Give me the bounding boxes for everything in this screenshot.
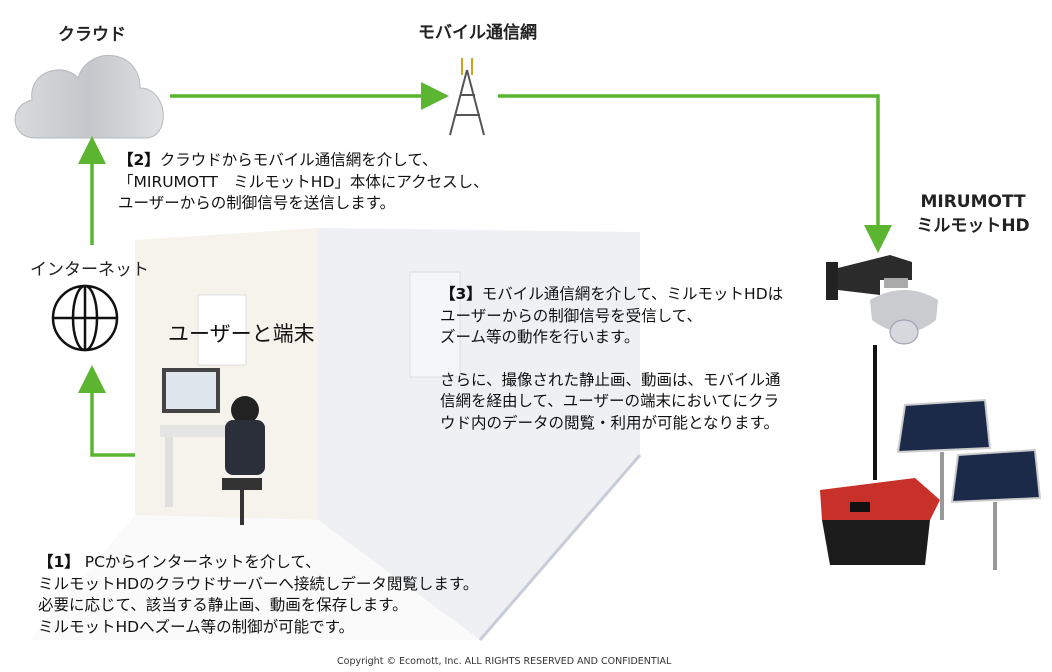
window-left [197, 294, 247, 366]
device-label: MIRUMOTT ミルモットHD [908, 190, 1038, 238]
step3-line: ズーム等の動作を行います。 [440, 328, 640, 346]
flow-arrows [78, 82, 892, 457]
device-label-line2: ミルモットHD [916, 216, 1030, 236]
internet-label: インターネット [30, 260, 149, 280]
mobile-network-label: モバイル通信網 [418, 23, 537, 43]
step1-line: ミルモットHDのクラウドサーバーへ接続しデータ閲覧します。 [38, 574, 479, 593]
step1-line: ミルモットHDへズーム等の制御が可能です。 [38, 617, 355, 636]
room-illustration [30, 228, 642, 641]
step3-line: モバイル通信網を介して、ミルモットHDは [481, 285, 784, 303]
solar-panel-icon [896, 398, 1042, 570]
step2-line: 「MIRUMOTT ミルモットHD」本体にアクセスし、 [118, 172, 489, 191]
step2-line: クラウドからモバイル通信網を介して、 [159, 151, 438, 169]
cloud-icon [14, 55, 164, 139]
step2-number: 【2】 [118, 151, 160, 169]
step1-line: PCからインターネットを介して、 [79, 553, 321, 571]
step3-text: 【3】モバイル通信網を介して、ミルモットHDは ユーザーからの制御信号を受信して… [440, 284, 783, 434]
step1-text: 【1】 PCからインターネットを介して、 ミルモットHDのクラウドサーバーへ接続… [38, 552, 478, 638]
cloud-label: クラウド [58, 25, 126, 45]
window-right [409, 271, 461, 378]
step3-line: 信網を経由して、ユーザーの端末においてにクラ [440, 392, 779, 410]
copyright: Copyright © Ecomott, Inc. ALL RIGHTS RES… [337, 656, 672, 667]
battery-box-icon [820, 478, 940, 565]
user-terminal-label: ユーザーと端末 [168, 322, 315, 346]
step3-number: 【3】 [440, 285, 482, 303]
device-label-line1: MIRUMOTT [920, 192, 1026, 212]
step3-line: さらに、撮像された静止画、動画は、モバイル通 [440, 370, 781, 389]
step1-number: 【1】 [38, 553, 80, 571]
step3-line: ウド内のデータの閲覧・利用が可能となります。 [440, 413, 779, 432]
camera-icon [826, 255, 938, 345]
cell-tower-icon [449, 58, 485, 136]
arrow-pc-to-internet [78, 365, 135, 457]
step2-text: 【2】クラウドからモバイル通信網を介して、 「MIRUMOTT ミルモットHD」… [118, 150, 489, 215]
step1-line: 必要に応じて、該当する静止画、動画を保存します。 [38, 596, 408, 614]
globe-icon [51, 284, 119, 352]
chair [222, 478, 262, 490]
arrow-tower-to-camera [498, 94, 892, 253]
step3-line: ユーザーからの制御信号を受信して、 [440, 306, 702, 325]
step2-line: ユーザーからの制御信号を送信します。 [118, 194, 396, 212]
user-figure [231, 396, 259, 424]
